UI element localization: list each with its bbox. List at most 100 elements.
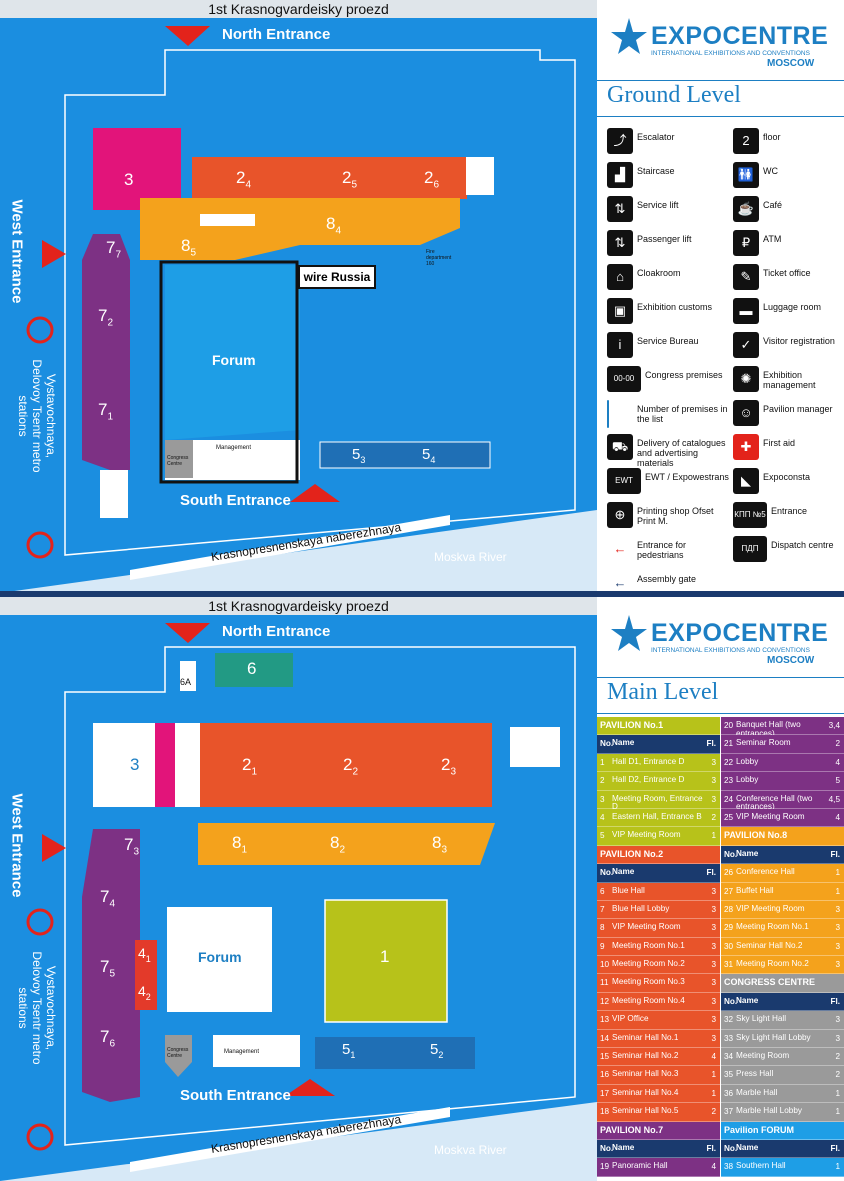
pavilion-label-7-4: 74 xyxy=(100,887,116,910)
pavilion-label-5-3: 53 xyxy=(352,446,366,465)
pavilion-label-2-1: 21 xyxy=(242,755,258,778)
cell-number: 1 xyxy=(600,757,605,767)
cell-number: 5 xyxy=(600,831,605,841)
cell-name: VIP Meeting Room xyxy=(736,903,805,913)
pavilion-5-shape[interactable] xyxy=(315,1037,475,1069)
expocentre-star-icon xyxy=(611,615,647,651)
cell-name: Meeting Room No.1 xyxy=(736,922,809,932)
legend-item: ◣Expoconsta xyxy=(733,468,844,498)
table-section-header: PAVILION No.2 xyxy=(597,845,720,865)
pavilion-6a-shape[interactable] xyxy=(180,661,196,691)
cell-number: 15 xyxy=(600,1052,610,1062)
assembly-gate-icon: ← xyxy=(613,575,627,590)
cell-floor: 3 xyxy=(711,941,716,951)
pavilion-label-7-6: 76 xyxy=(100,1027,116,1050)
pavilion-1-shape[interactable] xyxy=(324,899,448,1023)
cloakroom-icon: ⌂ xyxy=(607,264,633,290)
pavilion-3-shape[interactable] xyxy=(93,128,181,210)
pavilion-label-1: 1 xyxy=(380,947,390,966)
pavilion-label-2-4: 24 xyxy=(236,168,252,191)
pavilion-7-shape[interactable] xyxy=(82,829,140,1102)
cell-floor: 3 xyxy=(835,960,840,970)
legend-label: Café xyxy=(763,200,783,210)
north-entrance-arrow xyxy=(165,623,210,643)
ground-level-map: 1st Krasnogvardeisky proezd North Entran… xyxy=(0,0,597,593)
cell-name: Seminar Hall No.4 xyxy=(612,1087,679,1097)
cell-floor: 3 xyxy=(711,776,716,786)
cell-floor: 1 xyxy=(835,868,840,878)
main-level-panel: 1st Krasnogvardeisky proezd North Entran… xyxy=(0,597,844,1181)
cell-floor: 3 xyxy=(835,1033,840,1043)
legend-item: 🚻WC xyxy=(733,162,844,192)
cell-floor: 2 xyxy=(711,1107,716,1117)
legend-item: ⊕Printing shop Ofset Print M. xyxy=(607,502,727,532)
ground-level-panel: 1st Krasnogvardeisky proezd North Entran… xyxy=(0,0,844,593)
divider xyxy=(597,713,844,714)
metro-label: Vystavochnaya, Delovoy Tsentr metro stat… xyxy=(16,359,58,473)
highlight-frame xyxy=(159,260,299,484)
cell-number: 22 xyxy=(724,757,734,767)
pavilion-label-2-3: 23 xyxy=(441,755,457,778)
legend-item: ⌂Cloakroom xyxy=(607,264,727,294)
cell-name: VIP Meeting Room xyxy=(736,811,805,821)
cell-floor: 2 xyxy=(835,739,840,749)
cell-name: Seminar Hall No.3 xyxy=(612,1069,679,1079)
cell-floor: 3 xyxy=(711,1015,716,1025)
section-title: Pavilion FORUM xyxy=(724,1124,795,1135)
cell-floor: 3 xyxy=(711,960,716,970)
south-entrance-label: South Entrance xyxy=(180,492,291,509)
pavilion-5-shape[interactable] xyxy=(319,441,491,469)
pavilion-7-shape[interactable] xyxy=(82,234,130,470)
pavilion-8-shape[interactable] xyxy=(140,198,460,260)
cell-floor: 3 xyxy=(711,1033,716,1043)
forum-shape[interactable] xyxy=(165,265,300,440)
pavilion-6-shape[interactable] xyxy=(215,653,293,687)
first-aid-icon: ✚ xyxy=(733,434,759,460)
forum-label: Forum xyxy=(212,352,256,368)
escalator-icon: ⤴ xyxy=(607,128,633,154)
forum-shape[interactable] xyxy=(167,907,272,1012)
logo-tagline: INTERNATIONAL EXHIBITIONS AND CONVENTION… xyxy=(651,50,810,57)
cell-number: 11 xyxy=(600,978,609,988)
pavilion-8-shape[interactable] xyxy=(198,823,495,865)
passenger-lift-icon: ⇅ xyxy=(607,230,633,256)
top-road-label: 1st Krasnogvardeisky proezd xyxy=(0,597,597,615)
legend-item: ▟Staircase xyxy=(607,162,727,192)
cell-floor: 1 xyxy=(835,1088,840,1098)
legend-label: Expoconsta xyxy=(763,472,811,482)
pavilion-4-shape[interactable] xyxy=(135,940,157,1010)
cell-floor: 2 xyxy=(835,1070,840,1080)
cell-name: Hall D1, Entrance D xyxy=(612,756,685,766)
pavilion-label-8-5: 85 xyxy=(181,236,197,259)
cell-floor: 1 xyxy=(711,1088,716,1098)
kpp-icon: КПП №5 xyxy=(733,502,767,528)
cell-name: Sky Light Hall xyxy=(736,1014,787,1024)
river-label: Moskva River xyxy=(434,550,507,564)
logo-wordmark: EXPOCENTRE xyxy=(651,22,829,50)
legend-item: ←Assembly gate xyxy=(607,570,727,600)
cell-name: Seminar Hall No.2 xyxy=(736,940,803,950)
cell-number: No. xyxy=(600,739,614,749)
cell-name: Sky Light Hall Lobby xyxy=(736,1032,811,1042)
pavilion-label-2-2: 22 xyxy=(343,755,359,778)
pavilion-2-shape[interactable] xyxy=(192,157,467,199)
cell-number: 9 xyxy=(600,941,605,951)
pavilion-3-shape[interactable] xyxy=(93,723,155,807)
cell-floor: 3 xyxy=(835,904,840,914)
pavilion-2-shape[interactable] xyxy=(200,723,492,807)
legend-label: Luggage room xyxy=(763,302,822,312)
legend-label: ATM xyxy=(763,234,782,244)
